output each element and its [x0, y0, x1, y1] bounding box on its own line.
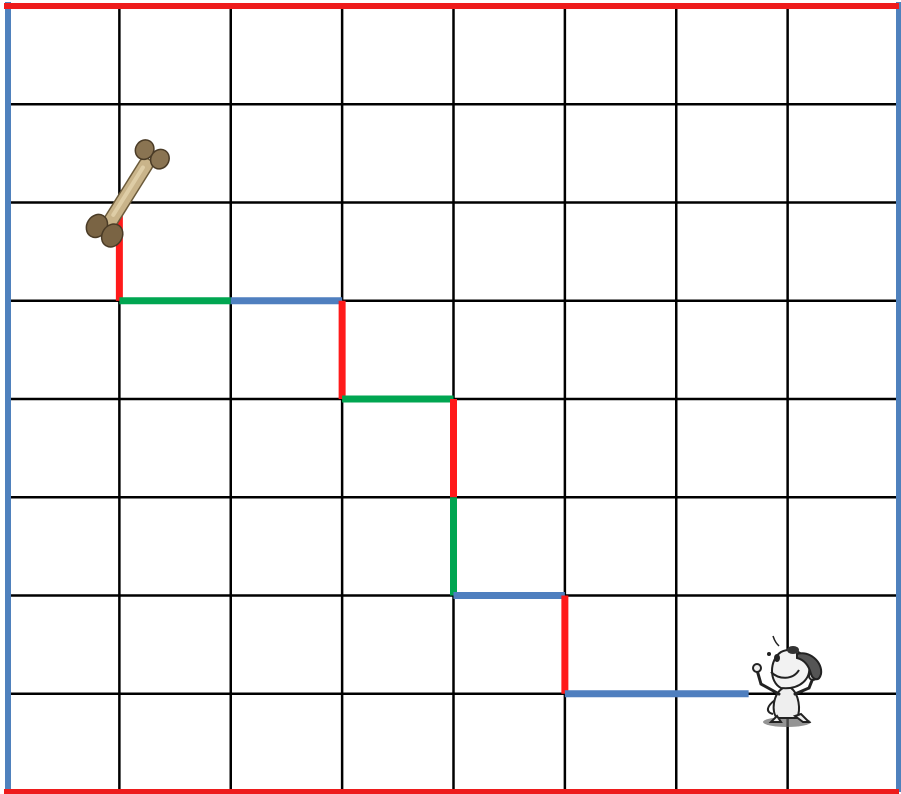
bone-icon[interactable] — [82, 136, 174, 251]
dog-icon[interactable] — [753, 636, 821, 727]
path — [119, 203, 748, 694]
